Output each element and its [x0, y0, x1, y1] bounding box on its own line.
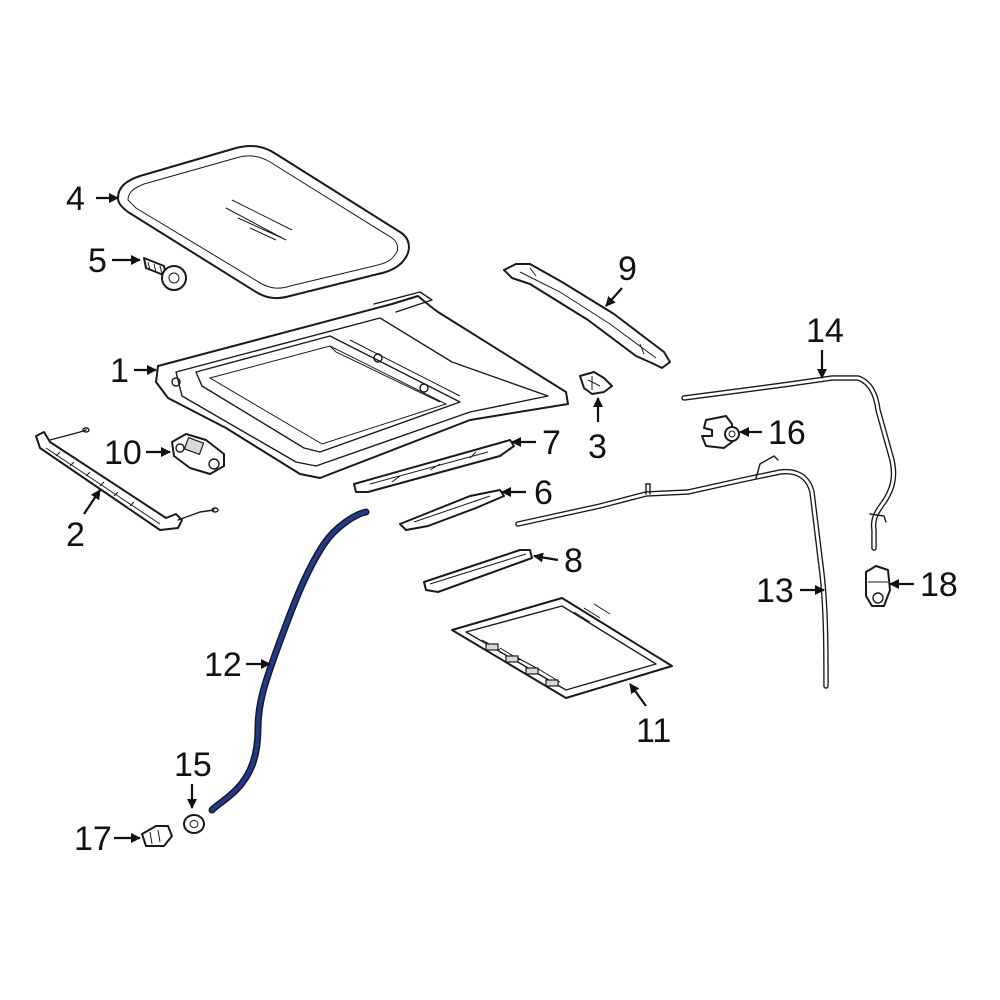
part-14-drain-tube[interactable]: [681, 375, 897, 551]
part-6-bracket[interactable]: [399, 489, 505, 531]
leader-arrows: [83, 193, 914, 843]
part-7-guide[interactable]: [353, 439, 515, 493]
callout-12: 12: [204, 646, 242, 684]
leader-11: [629, 683, 647, 707]
leader-2: [83, 489, 101, 515]
part-18-drain-valve[interactable]: [865, 565, 891, 607]
callout-4: 4: [66, 180, 85, 218]
callout-6: 6: [534, 474, 553, 512]
callout-13: 13: [756, 572, 794, 610]
part-3-clip[interactable]: [579, 371, 613, 395]
callout-2: 2: [66, 516, 85, 554]
callout-9: 9: [618, 250, 637, 288]
callout-8: 8: [564, 542, 583, 580]
callout-7: 7: [542, 424, 561, 462]
part-12-drain-hose[interactable]: [208, 508, 370, 814]
callout-11: 11: [636, 712, 671, 750]
callout-17: 17: [74, 820, 112, 858]
leader-8: [533, 552, 559, 563]
callout-15: 15: [174, 746, 212, 784]
callout-5: 5: [88, 242, 107, 280]
part-16-clip[interactable]: [701, 415, 740, 449]
part-9-wind-deflector[interactable]: [503, 263, 671, 369]
part-13-drain-tube[interactable]: [515, 455, 829, 689]
leader-9: [605, 287, 623, 307]
callout-16: 16: [768, 414, 806, 452]
part-10-sunroof-motor[interactable]: [171, 433, 225, 475]
part-5-bolt[interactable]: [143, 257, 187, 291]
part-1-sunroof-frame[interactable]: [155, 291, 569, 479]
callout-3: 3: [588, 428, 607, 466]
part-15-washer[interactable]: [183, 814, 205, 834]
callout-14: 14: [806, 312, 844, 350]
part-17-connector[interactable]: [141, 825, 173, 847]
callout-labels: 4 5 1 2 10 3 9 7 6 8 11 14 16 13 18 12 1…: [66, 180, 958, 858]
part-11-sunshade[interactable]: [451, 597, 673, 699]
part-8-seal-strip[interactable]: [423, 549, 533, 593]
callout-18: 18: [920, 566, 958, 604]
part-2-side-rail[interactable]: [35, 427, 219, 531]
part-4-glass-panel[interactable]: [117, 145, 410, 300]
callout-1: 1: [110, 352, 129, 390]
callout-10: 10: [104, 434, 142, 472]
